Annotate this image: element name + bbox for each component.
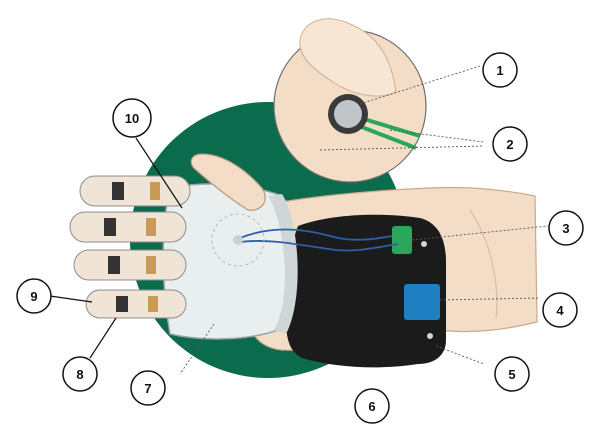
blue-sensor-module [404,284,440,320]
prosthetic-finger [80,176,190,206]
prosthetic-finger [70,212,186,242]
leader-line [50,296,92,302]
callout-label: 6 [368,399,375,414]
callout-label: 8 [76,367,83,382]
callout-7: 7 [131,371,165,405]
callout-4: 4 [543,293,577,327]
callout-9: 9 [17,279,51,313]
callout-label: 10 [125,111,139,126]
leader-line [90,318,116,358]
band-rivet [421,241,427,247]
prosthetic-finger [74,250,186,280]
callout-6: 6 [355,389,389,423]
callout-5: 5 [495,357,529,391]
callout-10: 10 [113,99,151,137]
callout-1: 1 [483,53,517,87]
prosthetic-finger [86,290,186,318]
green-sensor-module [392,226,412,254]
callout-8: 8 [63,357,97,391]
palm-sensor [233,235,243,245]
callout-label: 4 [556,303,564,318]
callout-label: 9 [30,289,37,304]
callout-2: 2 [493,127,527,161]
pressure-sensor-face [334,100,362,128]
callout-label: 3 [562,221,569,236]
callout-label: 7 [144,381,151,396]
callout-label: 5 [508,367,515,382]
callout-label: 2 [506,137,513,152]
callout-label: 1 [496,63,503,78]
band-rivet [427,333,433,339]
callout-3: 3 [549,211,583,245]
